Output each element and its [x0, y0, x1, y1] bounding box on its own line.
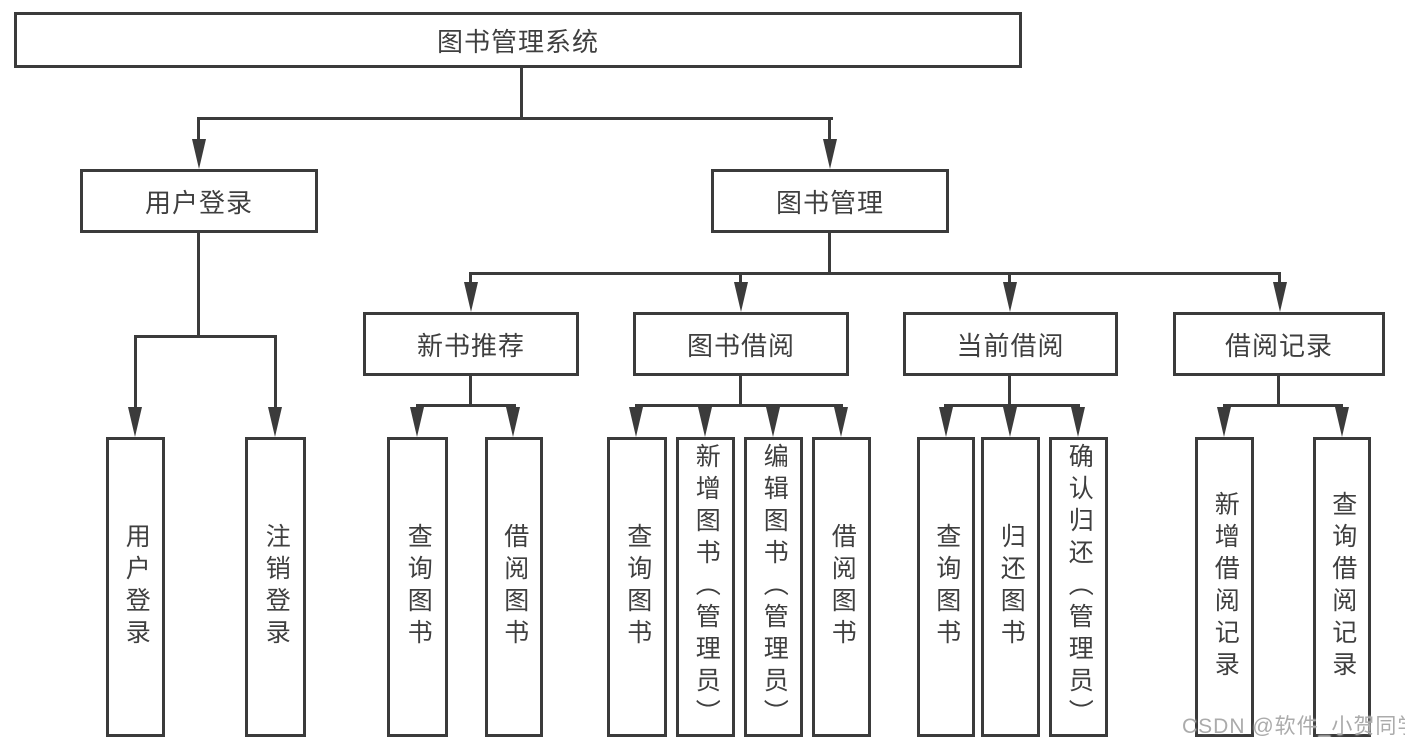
arrow-down-icon — [506, 407, 520, 437]
node-label: 新增借阅记录 — [1211, 491, 1240, 683]
arrow-down-icon — [192, 139, 206, 169]
node-label: 新书推荐 — [416, 330, 525, 361]
node-label: 借阅图书 — [500, 523, 529, 651]
node-label: 借阅图书 — [828, 523, 857, 651]
connector-line — [1277, 376, 1280, 407]
arrow-down-icon — [734, 282, 748, 312]
connector-line — [828, 233, 831, 275]
arrow-down-icon — [1273, 282, 1287, 312]
node-label: 用户登录 — [144, 187, 253, 218]
connector-line — [828, 117, 831, 143]
node-label: 新增图书（管理员） — [692, 443, 721, 731]
node-book-management: 图书管理 — [711, 169, 949, 233]
node-label: 归还图书 — [997, 523, 1026, 651]
connector-line — [416, 404, 516, 407]
arrow-down-icon — [939, 407, 953, 437]
arrow-down-icon — [464, 282, 478, 312]
connector-line — [134, 335, 137, 411]
node-label: 图书管理 — [775, 187, 884, 218]
leaf-logout: 注销登录 — [245, 437, 306, 737]
node-label: 查询借阅记录 — [1328, 491, 1357, 683]
leaf-rec-query-books: 查询图书 — [387, 437, 448, 737]
arrow-down-icon — [698, 407, 712, 437]
leaf-user-login: 用户登录 — [106, 437, 165, 737]
arrow-down-icon — [834, 407, 848, 437]
node-label: 当前借阅 — [956, 330, 1065, 361]
arrow-down-icon — [1003, 407, 1017, 437]
leaf-rec-borrow-books: 借阅图书 — [485, 437, 543, 737]
connector-line — [274, 335, 277, 411]
connector-line — [197, 117, 833, 120]
node-label: 图书管理系统 — [436, 26, 599, 57]
connector-line — [1008, 376, 1011, 407]
connector-line — [469, 272, 472, 286]
connector-line — [469, 376, 472, 407]
node-label: 用户登录 — [122, 523, 151, 651]
connector-line — [197, 233, 200, 338]
leaf-borrow-add-books-admin: 新增图书（管理员） — [676, 437, 735, 737]
node-label: 图书借阅 — [686, 330, 795, 361]
arrow-down-icon — [1003, 282, 1017, 312]
connector-line — [134, 335, 277, 338]
arrow-down-icon — [410, 407, 424, 437]
leaf-records-query-record: 查询借阅记录 — [1313, 437, 1371, 737]
connector-line — [197, 117, 200, 143]
node-borrow-records: 借阅记录 — [1173, 312, 1385, 376]
node-label: 编辑图书（管理员） — [760, 443, 789, 731]
connector-line — [520, 68, 523, 119]
connector-line — [1223, 404, 1343, 407]
leaf-cur-query-books: 查询图书 — [917, 437, 975, 737]
leaf-records-add-record: 新增借阅记录 — [1195, 437, 1254, 737]
node-label: 查询图书 — [404, 523, 433, 651]
arrow-down-icon — [766, 407, 780, 437]
connector-line — [635, 404, 843, 407]
node-label: 确认归还（管理员） — [1065, 443, 1094, 731]
node-label: 借阅记录 — [1224, 330, 1333, 361]
node-label: 查询图书 — [623, 523, 652, 651]
connector-line — [739, 376, 742, 407]
connector-line — [1008, 272, 1011, 286]
connector-line — [1278, 272, 1281, 286]
watermark: CSDN @软件_小贺同学 — [1182, 715, 1405, 738]
arrow-down-icon — [1217, 407, 1231, 437]
arrow-down-icon — [128, 407, 142, 437]
connector-line — [469, 272, 1281, 275]
node-current-borrowing: 当前借阅 — [903, 312, 1118, 376]
arrow-down-icon — [268, 407, 282, 437]
arrow-down-icon — [823, 139, 837, 169]
leaf-cur-confirm-return-admin: 确认归还（管理员） — [1049, 437, 1108, 737]
leaf-borrow-borrow-books: 借阅图书 — [812, 437, 871, 737]
leaf-borrow-edit-books-admin: 编辑图书（管理员） — [744, 437, 803, 737]
arrow-down-icon — [1335, 407, 1349, 437]
node-label: 查询图书 — [932, 523, 961, 651]
node-new-book-recommend: 新书推荐 — [363, 312, 579, 376]
node-library-system: 图书管理系统 — [14, 12, 1022, 68]
node-label: 注销登录 — [262, 523, 291, 651]
node-book-borrowing: 图书借阅 — [633, 312, 849, 376]
connector-line — [944, 404, 1080, 407]
leaf-cur-return-books: 归还图书 — [981, 437, 1040, 737]
node-user-login: 用户登录 — [80, 169, 318, 233]
connector-line — [739, 272, 742, 286]
arrow-down-icon — [1071, 407, 1085, 437]
arrow-down-icon — [629, 407, 643, 437]
leaf-borrow-query-books: 查询图书 — [607, 437, 667, 737]
